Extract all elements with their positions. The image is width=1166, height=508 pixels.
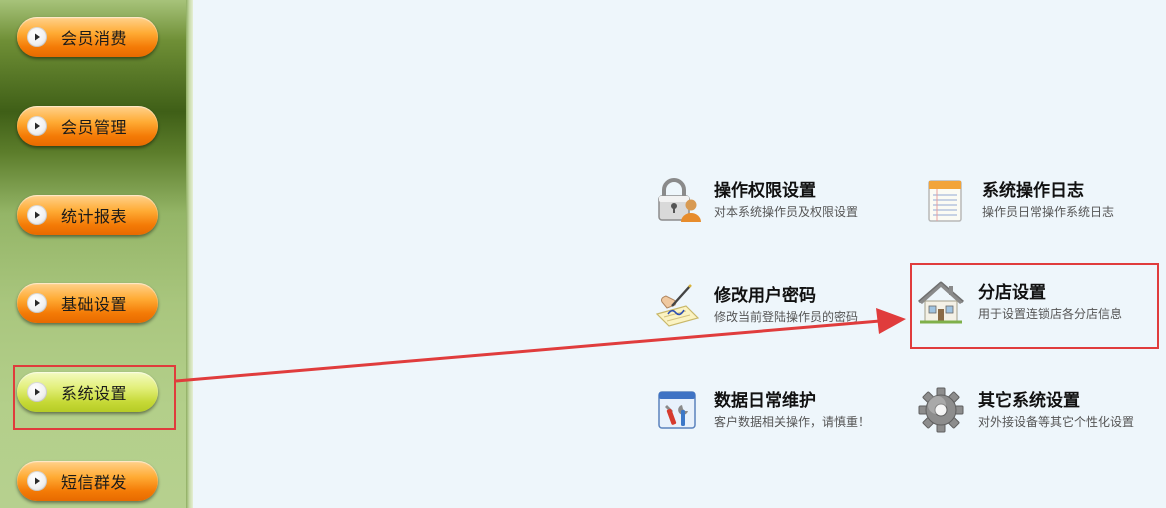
- tile-title: 分店设置: [978, 282, 1046, 303]
- sidebar-item-label: 统计报表: [61, 207, 128, 226]
- sidebar-item-label: 系统设置: [61, 384, 128, 403]
- tile-description: 客户数据相关操作，请慎重！: [714, 414, 871, 429]
- tools-icon: [650, 383, 704, 437]
- lock-user-icon: [650, 173, 704, 227]
- play-icon: [27, 382, 47, 402]
- play-icon: [27, 205, 47, 225]
- tile-description: 对本系统操作员及权限设置: [714, 204, 859, 219]
- sidebar-item-label: 短信群发: [61, 473, 128, 492]
- gear-icon: [914, 383, 968, 437]
- tile-data-maintenance[interactable]: 数据日常维护 客户数据相关操作，请慎重！: [650, 380, 870, 440]
- tile-description: 用于设置连锁店各分店信息: [978, 306, 1123, 321]
- sidebar-divider: [186, 0, 193, 508]
- sidebar-item-system-settings[interactable]: 系统设置: [17, 372, 158, 412]
- tile-title: 数据日常维护: [714, 390, 816, 411]
- sidebar-item-sms[interactable]: 短信群发: [17, 461, 158, 501]
- tile-description: 对外接设备等其它个性化设置: [978, 414, 1135, 429]
- pen-write-icon: [650, 278, 704, 332]
- play-icon: [27, 116, 47, 136]
- sidebar: 会员消费 会员管理 统计报表 基础设置 系统设置 短信群发: [0, 0, 186, 508]
- play-icon: [27, 293, 47, 313]
- tile-operation-log[interactable]: 系统操作日志 操作员日常操作系统日志: [918, 170, 1114, 230]
- tile-title: 其它系统设置: [978, 390, 1080, 411]
- house-icon: [914, 275, 968, 329]
- notepad-icon: [918, 173, 972, 227]
- tile-description: 操作员日常操作系统日志: [982, 204, 1115, 219]
- play-icon: [27, 27, 47, 47]
- sidebar-item-member-manage[interactable]: 会员管理: [17, 106, 158, 146]
- sidebar-item-label: 基础设置: [61, 295, 128, 314]
- tile-branch-settings[interactable]: 分店设置 用于设置连锁店各分店信息: [914, 272, 1122, 332]
- tile-title: 系统操作日志: [982, 180, 1084, 201]
- play-icon: [27, 471, 47, 491]
- sidebar-item-reports[interactable]: 统计报表: [17, 195, 158, 235]
- sidebar-item-label: 会员消费: [61, 29, 128, 48]
- tile-other-settings[interactable]: 其它系统设置 对外接设备等其它个性化设置: [914, 380, 1134, 440]
- tile-change-password[interactable]: 修改用户密码 修改当前登陆操作员的密码: [650, 275, 858, 335]
- sidebar-item-basic-settings[interactable]: 基础设置: [17, 283, 158, 323]
- sidebar-item-label: 会员管理: [61, 118, 128, 137]
- tile-title: 修改用户密码: [714, 285, 816, 306]
- tile-title: 操作权限设置: [714, 180, 816, 201]
- tile-permission-settings[interactable]: 操作权限设置 对本系统操作员及权限设置: [650, 170, 858, 230]
- tile-description: 修改当前登陆操作员的密码: [714, 309, 859, 324]
- sidebar-item-member-consume[interactable]: 会员消费: [17, 17, 158, 57]
